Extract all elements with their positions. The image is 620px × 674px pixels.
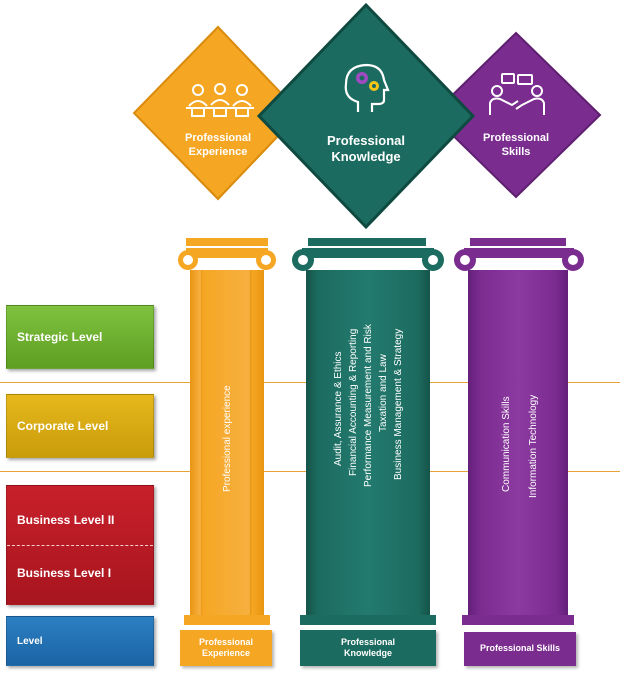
pillar-knowledge-plinth xyxy=(300,615,436,625)
pillar-skills-base-label: Professional Skills xyxy=(464,632,576,666)
corporate-level-box: Corporate Level xyxy=(6,394,154,458)
experience-diamond-label: Professional Experience xyxy=(184,132,252,158)
base-level-box: Level xyxy=(6,616,154,666)
pillar-skills-capital xyxy=(454,248,584,271)
skills-subject-communication: Communication Skills xyxy=(501,396,512,492)
pillar-knowledge-cap xyxy=(308,238,426,246)
pillar-experience-cap xyxy=(186,238,268,246)
pillar-knowledge-base-label: Professional Knowledge xyxy=(300,630,436,666)
business-level-divider xyxy=(7,545,153,546)
business-level-i-label: Business Level I xyxy=(17,566,112,580)
pillar-knowledge-shaft xyxy=(306,270,430,615)
head-gears-icon xyxy=(344,63,390,112)
skills-diamond xyxy=(430,31,602,199)
knowledge-subject-audit: Audit, Assurance & Ethics xyxy=(333,351,344,466)
knowledge-subject-taxation: Taxation and Law xyxy=(378,354,389,432)
pillar-experience-capital xyxy=(178,248,276,270)
pillar-experience-plinth xyxy=(184,615,270,625)
skills-subject-it: Information Technology xyxy=(528,394,539,498)
knowledge-subject-business: Business Management & Strategy xyxy=(393,328,404,480)
pillar-knowledge-capital xyxy=(292,248,444,271)
pillar-skills-cap xyxy=(470,238,566,246)
corporate-level-label: Corporate Level xyxy=(17,419,109,433)
base-level-label: Level xyxy=(17,635,43,647)
team-laptops-icon xyxy=(186,83,254,117)
knowledge-diamond-label: Professional Knowledge xyxy=(326,133,406,165)
pillar-experience-base-label: Professional Experience xyxy=(180,630,272,666)
business-level-ii-label: Business Level II xyxy=(17,513,115,527)
strategic-level-label: Strategic Level xyxy=(17,330,103,344)
knowledge-diamond xyxy=(256,2,476,230)
pillar-experience-subject: Professional experience xyxy=(222,385,233,492)
business-level-box: Business Level II Business Level I xyxy=(6,485,154,605)
skills-diamond-label: Professional Skills xyxy=(482,132,550,158)
pillar-skills-shaft xyxy=(468,270,568,615)
pillar-experience-shaft xyxy=(190,270,264,615)
experience-diamond xyxy=(132,25,302,201)
strategic-level-box: Strategic Level xyxy=(6,305,154,369)
knowledge-subject-financial: Financial Accounting & Reporting xyxy=(348,328,359,476)
diamonds-graphic xyxy=(132,2,602,230)
knowledge-subject-performance: Performance Measurement and Risk xyxy=(363,324,374,487)
handshake-chat-icon xyxy=(489,73,545,115)
pillar-skills-plinth xyxy=(462,615,574,625)
